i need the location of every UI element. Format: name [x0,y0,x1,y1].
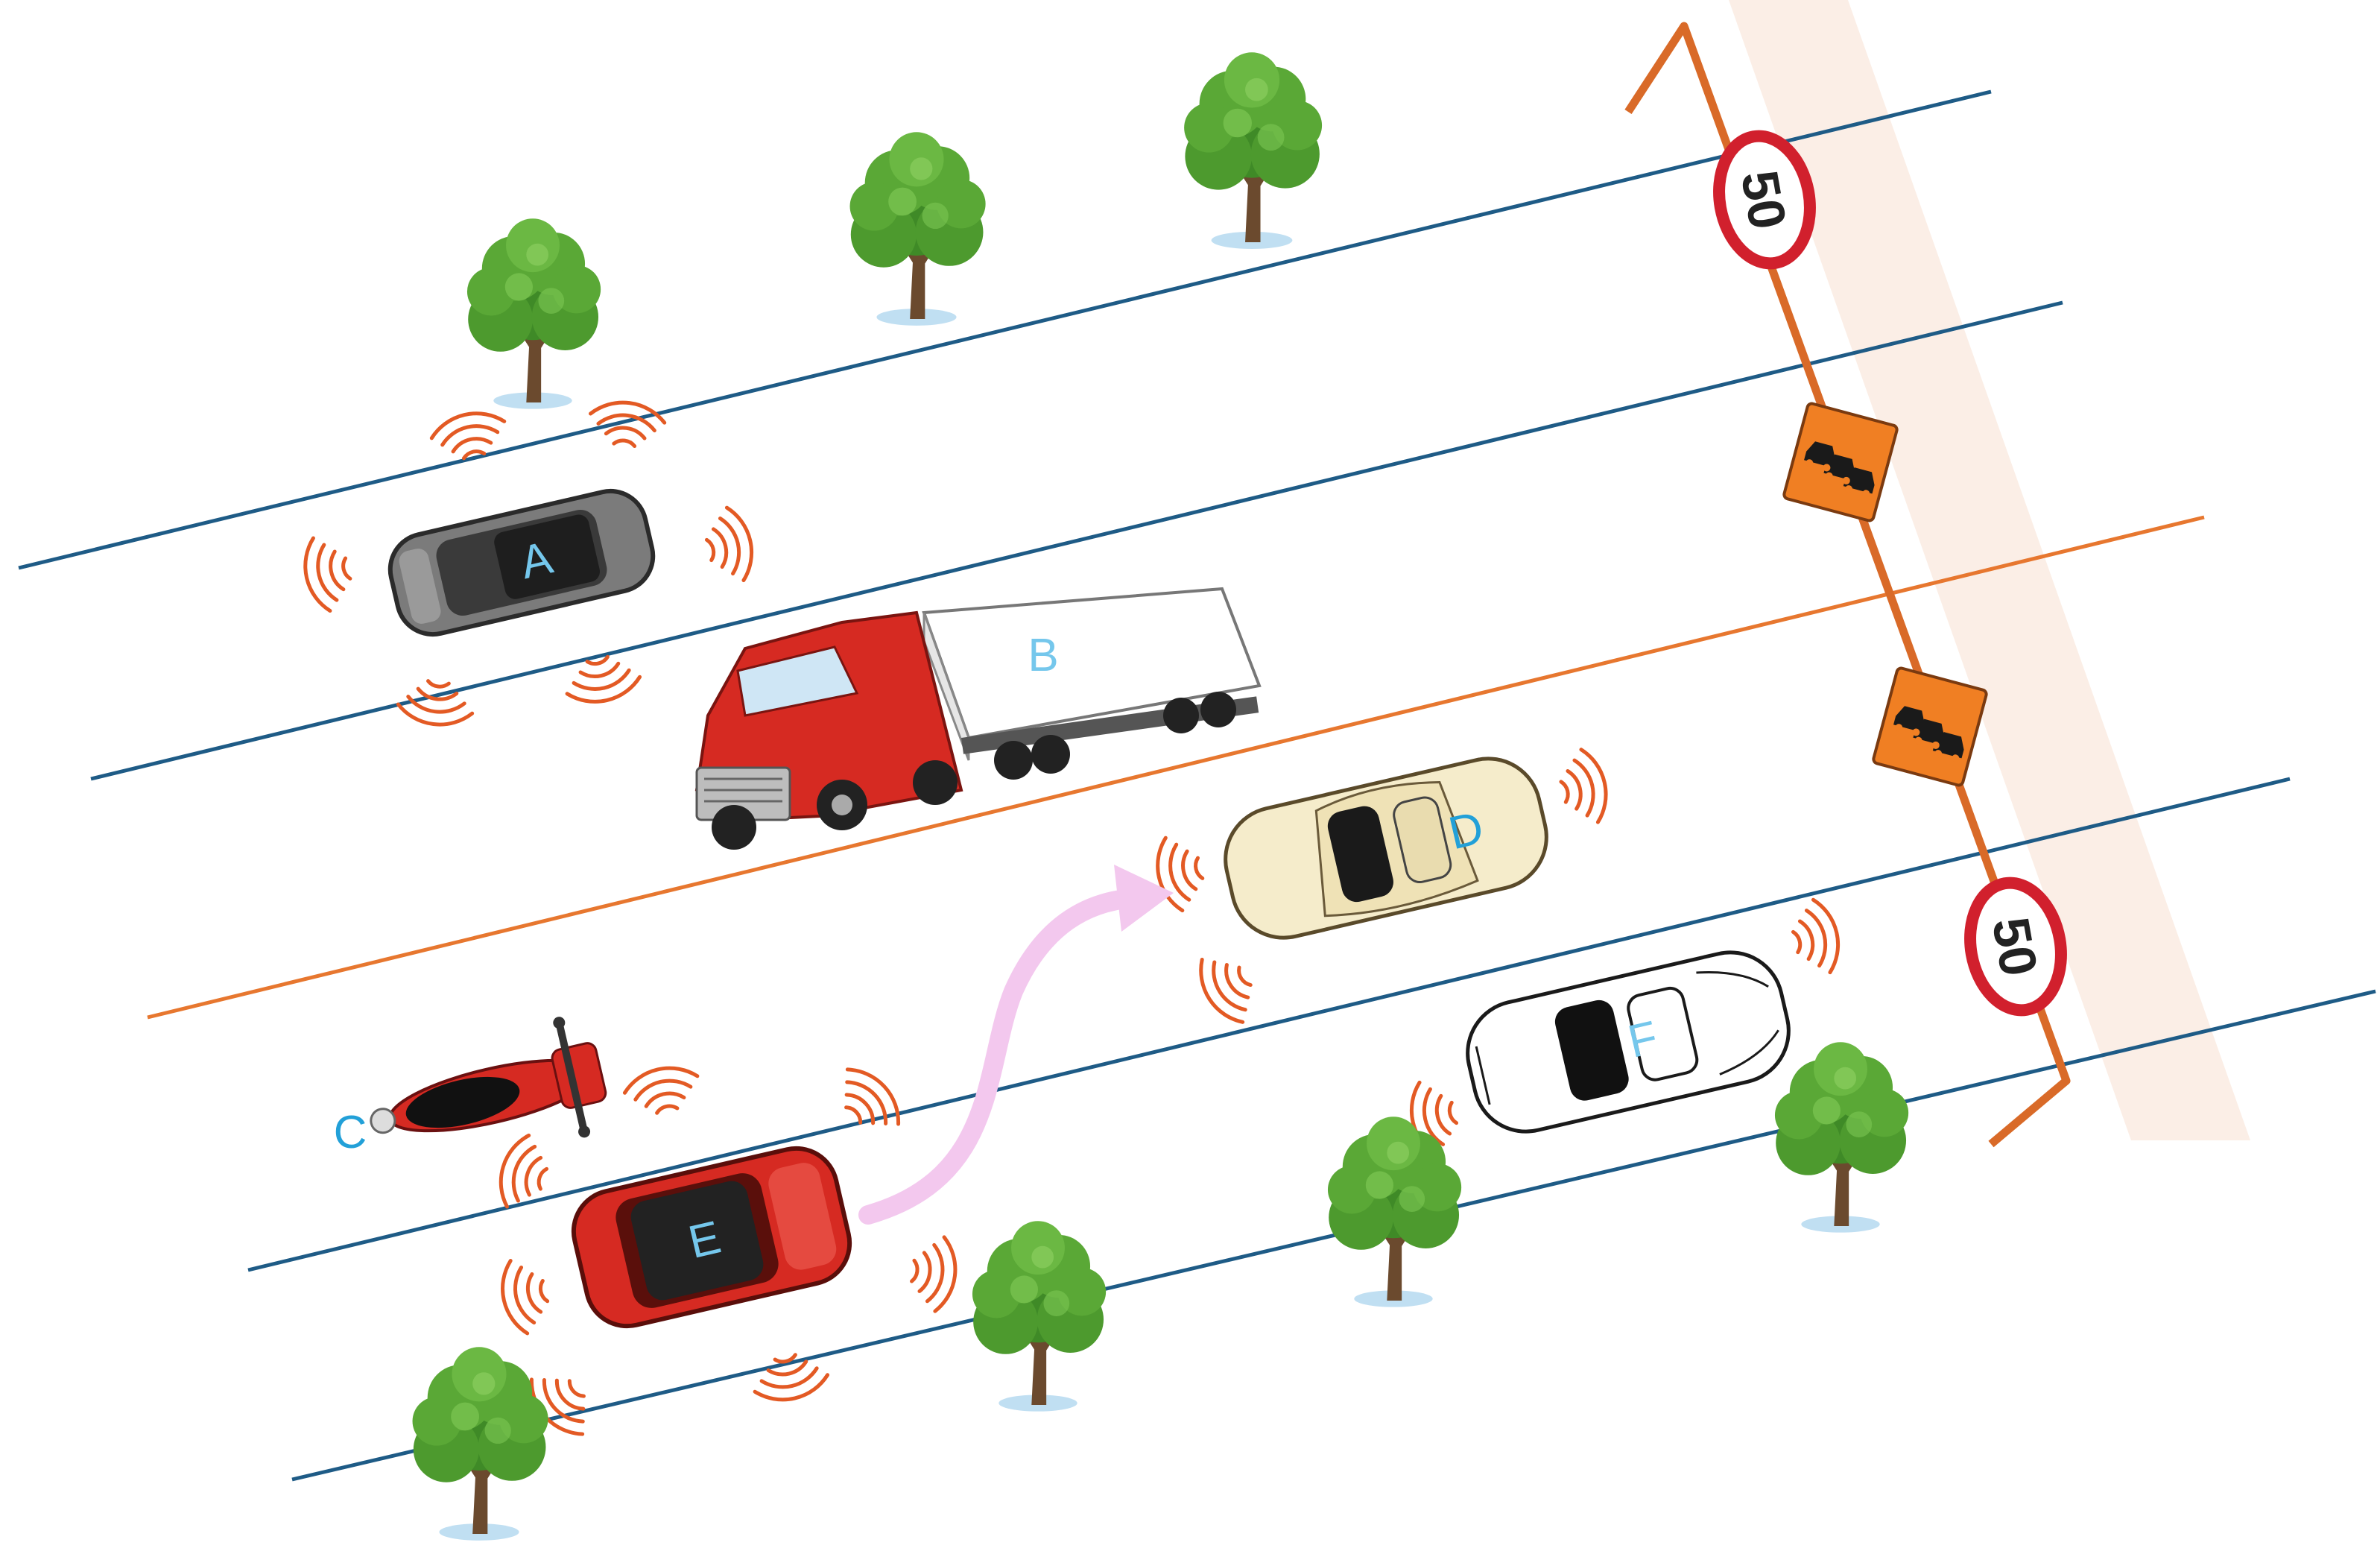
vehicle-e: E [457,1012,986,1458]
tree-icon [466,218,601,409]
lane-line-4 [247,777,2291,1272]
warning-sign [1782,402,1899,522]
vehicle-c-label: C [334,1107,367,1158]
svg-text:50: 50 [1981,913,2048,980]
lane-line-1 [18,89,1992,570]
vehicle-b: B [694,587,1262,850]
sign-pole [1624,22,2071,1148]
signal-icon [908,1234,959,1313]
speed-limit-sign: 50 [1964,877,2067,1017]
signal-icon [298,532,356,614]
vehicle-c [370,1017,607,1138]
tree-icon [849,132,986,326]
speed-limit-sign: 50 [1713,130,1816,270]
signal-icon [1787,897,1845,979]
signal-icon [828,1059,910,1143]
svg-text:B: B [1028,630,1058,681]
tree-icon [412,1347,548,1541]
signal-icon [561,651,643,709]
lane-line-2 [90,300,2063,781]
signal-icon [428,406,510,464]
signal-icon [496,1254,554,1336]
lane-line-center [147,515,2205,1020]
signal-icon [587,399,666,449]
tree-icon [1184,52,1323,249]
signal-icon [700,505,759,587]
vehicle-f: F [1384,897,1865,1159]
signal-icon [621,1061,703,1119]
tree-icon [972,1221,1107,1412]
signal-icon [1555,746,1613,828]
svg-text:50: 50 [1730,166,1797,233]
lane-change-arrow [858,865,1174,1225]
warning-sign [1872,666,1988,787]
vehicle-a: A [279,359,778,760]
vehicle-d: D [1149,733,1639,1038]
lane-lines [18,89,2376,1482]
signal-icon [1189,945,1265,1031]
lane-line-5 [291,989,2376,1482]
tree-icon [1774,1042,1909,1233]
